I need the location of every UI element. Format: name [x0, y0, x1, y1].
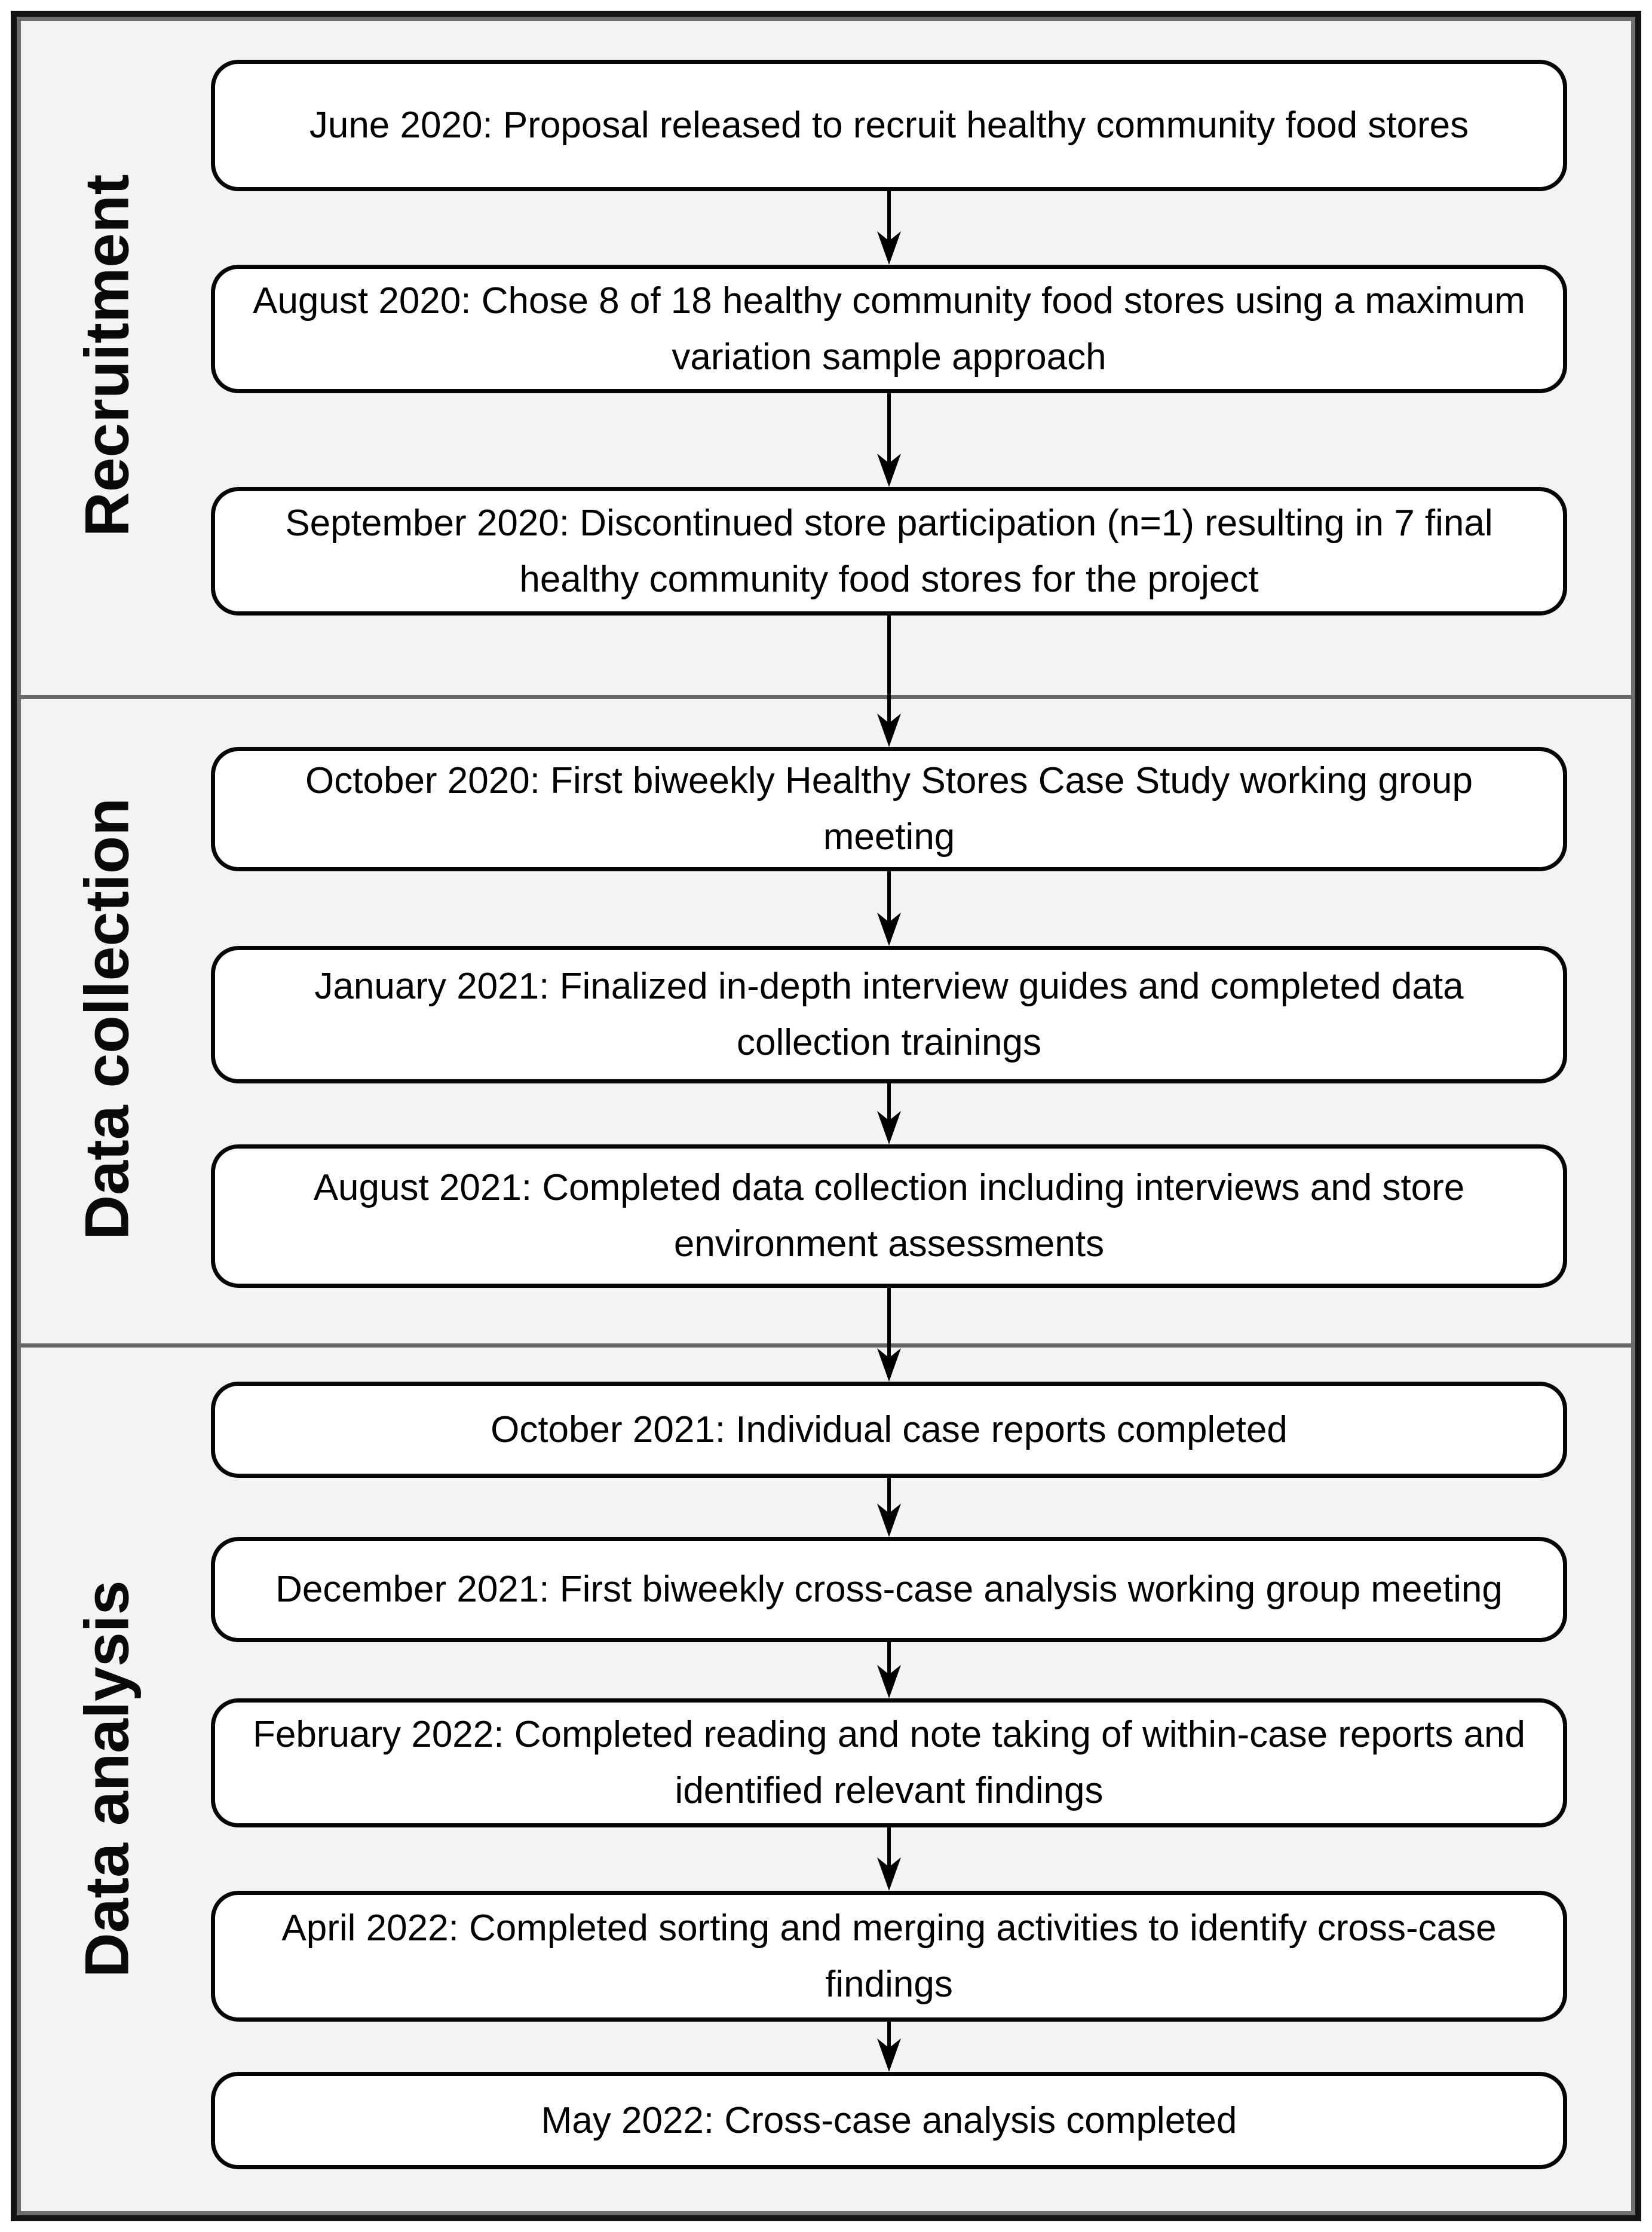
flow-box-text: August 2020: Chose 8 of 18 healthy commu… [253, 280, 1525, 322]
flow-box: April 2022: Completed sorting and mergin… [211, 1891, 1567, 2022]
down-arrow-icon [875, 616, 903, 747]
flow-box-text: April 2022: Completed sorting and mergin… [281, 1907, 1497, 1949]
flow-box: June 2020: Proposal released to recruit … [211, 60, 1567, 191]
section-divider [17, 1343, 1635, 1348]
flow-box-text: September 2020: Discontinued store parti… [285, 502, 1493, 544]
flow-box-text: January 2021: Finalized in-depth intervi… [314, 966, 1464, 1007]
down-arrow-icon [875, 1478, 903, 1537]
flow-box-text: October 2020: First biweekly Healthy Sto… [305, 760, 1473, 801]
flow-box-text: meeting [823, 816, 955, 858]
flow-box: May 2022: Cross-case analysis completed [211, 2072, 1567, 2169]
flow-box: August 2020: Chose 8 of 18 healthy commu… [211, 265, 1567, 393]
flow-box-text: June 2020: Proposal released to recruit … [309, 105, 1469, 146]
flow-box-text: December 2021: First biweekly cross-case… [275, 1569, 1503, 1610]
section-label-data-collection: Data collection [72, 798, 142, 1240]
down-arrow-icon [875, 1642, 903, 1698]
flow-box-text: environment assessments [673, 1223, 1105, 1265]
flow-box: August 2021: Completed data collection i… [211, 1144, 1567, 1288]
down-arrow-icon [875, 871, 903, 946]
flow-box: January 2021: Finalized in-depth intervi… [211, 946, 1567, 1083]
down-arrow-icon [875, 191, 903, 265]
flow-box-text: October 2021: Individual case reports co… [491, 1409, 1288, 1450]
flow-box: February 2022: Completed reading and not… [211, 1698, 1567, 1827]
flow-box-text: May 2022: Cross-case analysis completed [541, 2099, 1237, 2141]
flow-box-text: healthy community food stores for the pr… [519, 558, 1259, 600]
down-arrow-icon [875, 2022, 903, 2072]
flow-box-text: February 2022: Completed reading and not… [253, 1714, 1525, 1755]
flow-box-text: identified relevant findings [675, 1770, 1104, 1811]
flow-box: October 2020: First biweekly Healthy Sto… [211, 747, 1567, 871]
flow-box: October 2021: Individual case reports co… [211, 1382, 1567, 1478]
flow-box: September 2020: Discontinued store parti… [211, 487, 1567, 616]
down-arrow-icon [875, 1083, 903, 1144]
down-arrow-icon [875, 393, 903, 487]
diagram-frame: Recruitment Data collection Data analysi… [11, 11, 1641, 2221]
flow-box-text: variation sample approach [672, 336, 1107, 378]
section-label-recruitment: Recruitment [72, 174, 142, 537]
down-arrow-icon [875, 1288, 903, 1382]
flow-box: December 2021: First biweekly cross-case… [211, 1537, 1567, 1642]
flow-box-text: August 2021: Completed data collection i… [313, 1167, 1465, 1208]
down-arrow-icon [875, 1827, 903, 1891]
flow-box-text: findings [825, 1963, 953, 2005]
section-divider [17, 695, 1635, 699]
flow-box-text: collection trainings [736, 1022, 1042, 1063]
section-label-data-analysis: Data analysis [72, 1580, 142, 1978]
